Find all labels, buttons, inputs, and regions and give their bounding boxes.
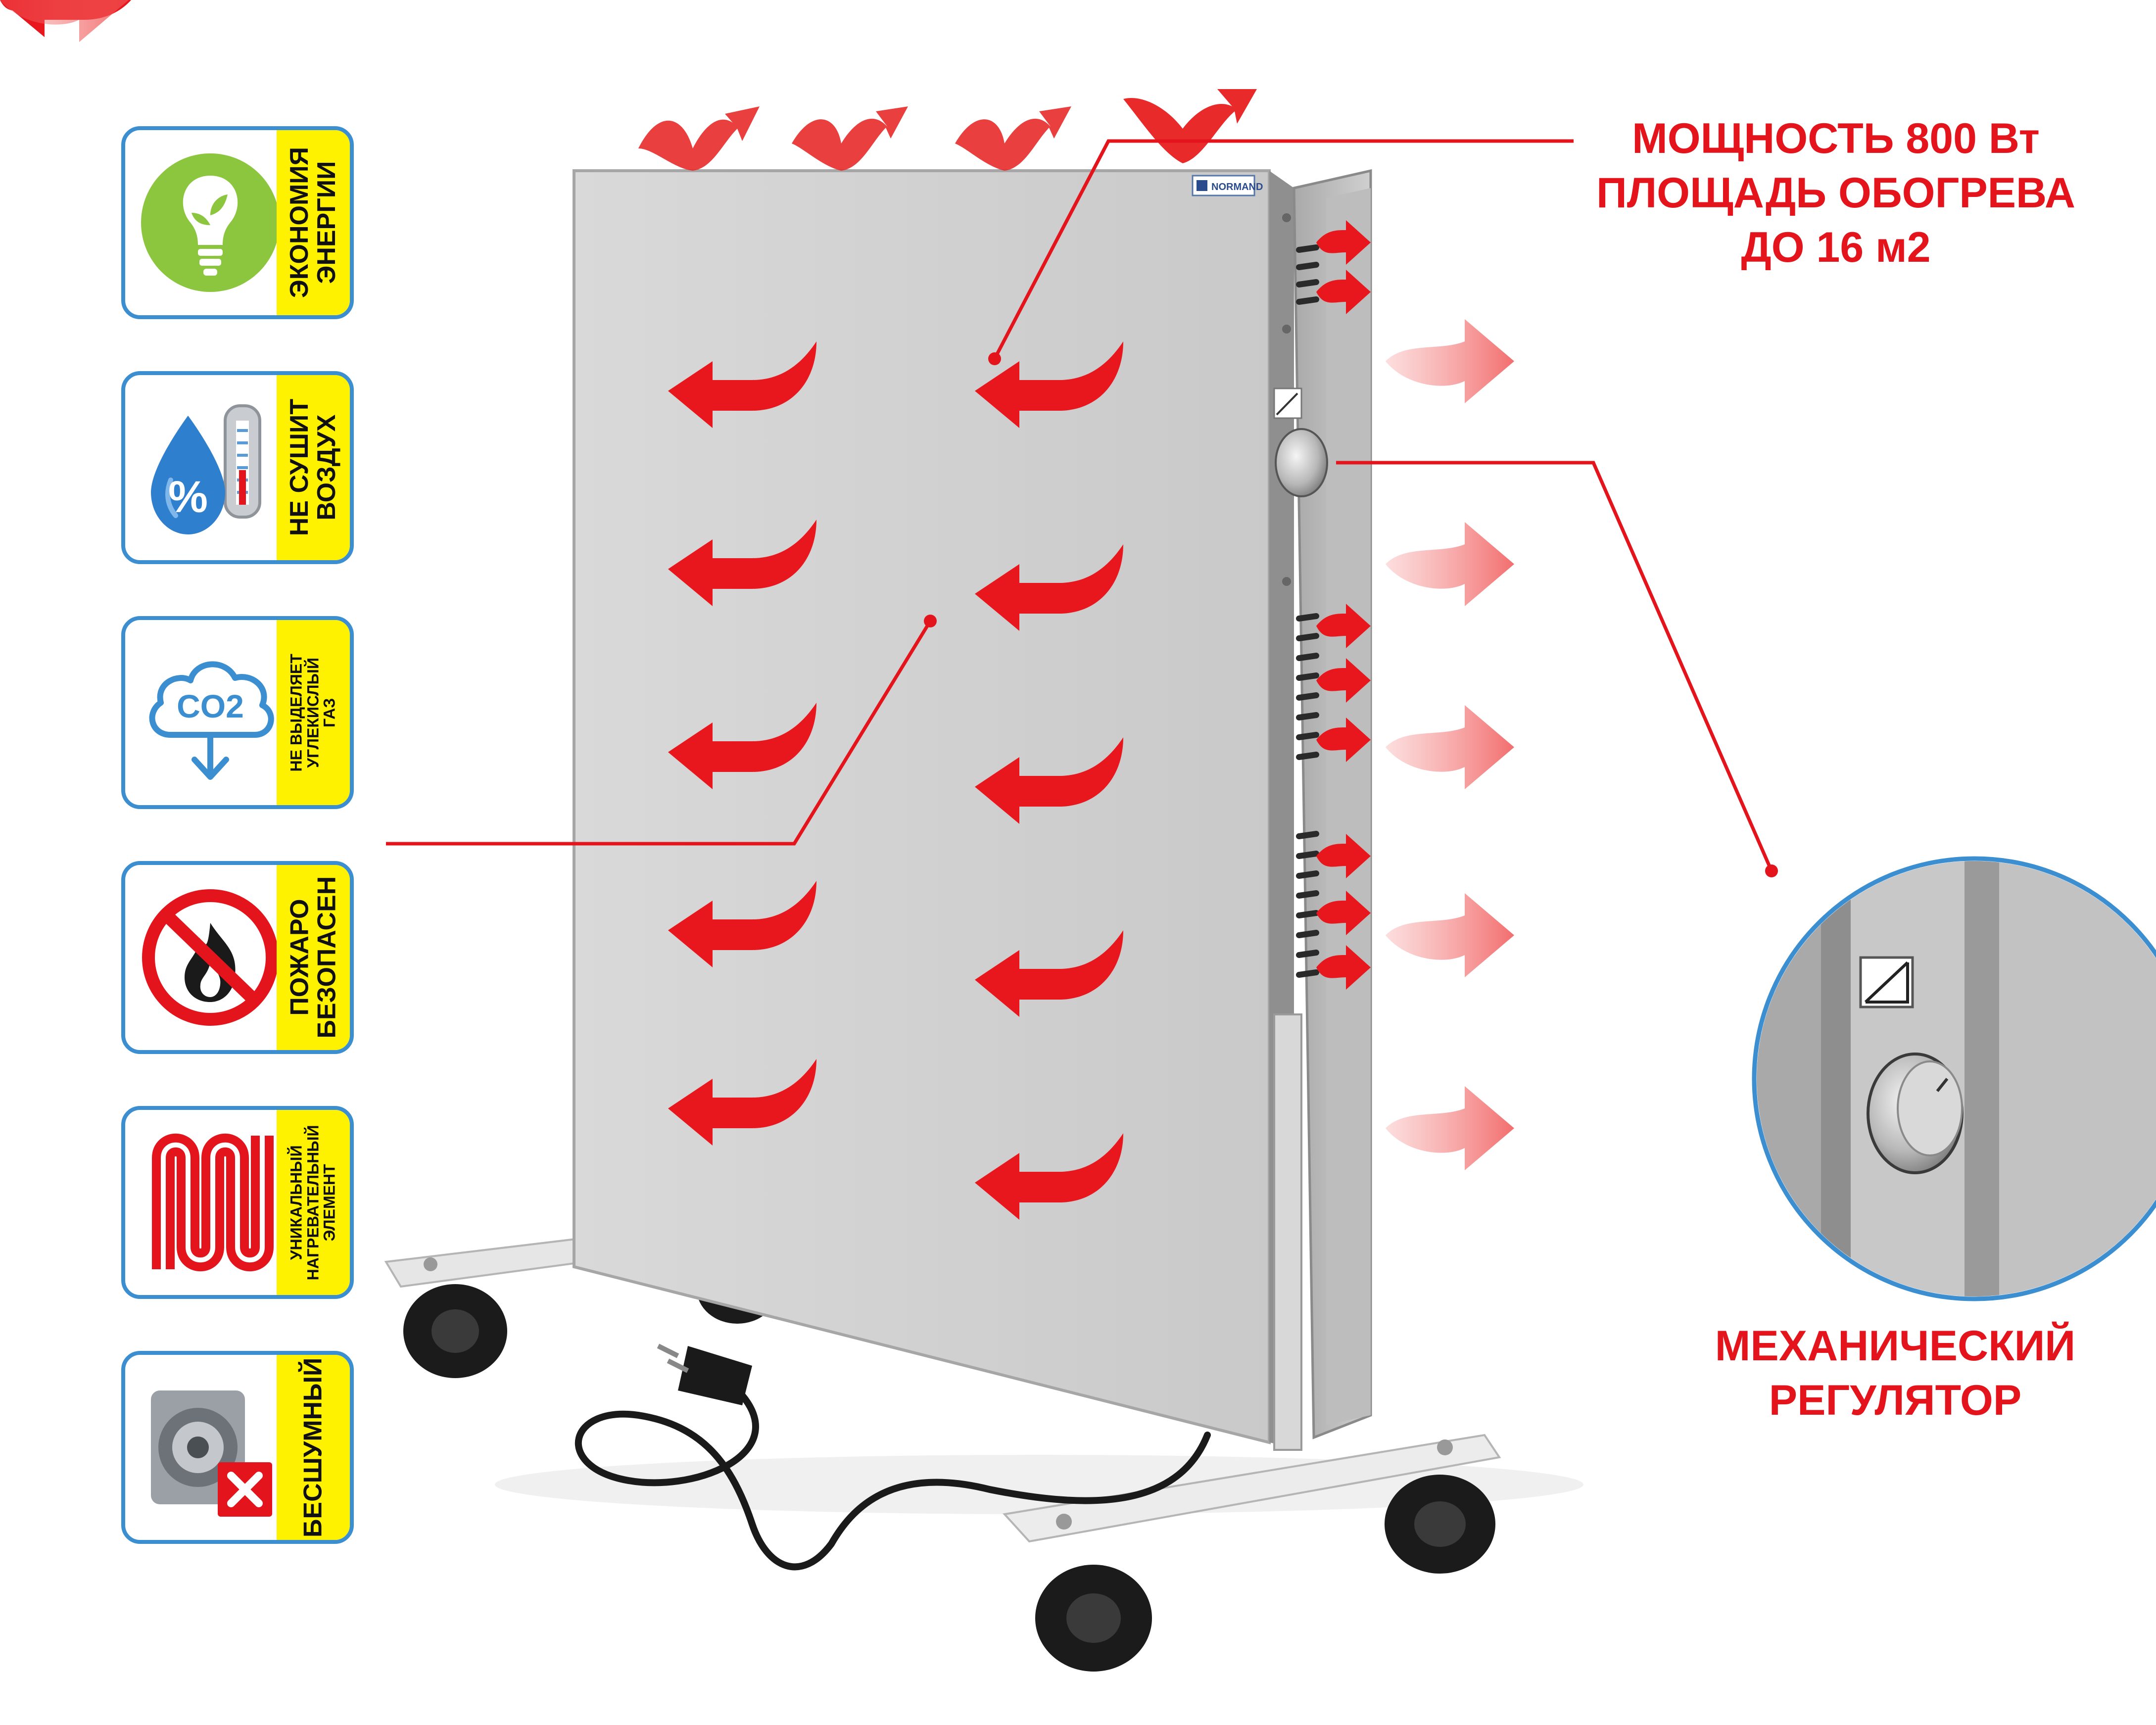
callout-power-line-1: МОЩНОСТЬ 800 Вт [1632, 115, 2040, 162]
callout-regulator: МЕХАНИЧЕСКИЙ РЕГУЛЯТОР [1677, 1319, 2113, 1428]
wheel-back-left [403, 1284, 507, 1378]
feature-card-humidity: % НЕ СУШИТ ВОЗДУХ [121, 371, 354, 564]
callout-leader-dots [924, 352, 1778, 877]
svg-text:%: % [168, 473, 208, 522]
muted-speaker-icon [136, 1366, 285, 1529]
stand-post [1273, 1013, 1302, 1451]
feature-card-energy-saving: ЭКОНОМИЯ ЭНЕРГИИ [121, 126, 354, 319]
callout-power-line-2: ПЛОЩАДЬ ОБОГРЕВА [1596, 169, 2075, 217]
regulator-knob [1275, 428, 1328, 497]
regulator-magnifier [1752, 856, 2156, 1301]
humidity-drop-icon: % [136, 386, 285, 549]
top-heat-arrows [638, 89, 1257, 171]
heating-element-icon [136, 1121, 285, 1284]
heater-louvres [1296, 244, 1319, 978]
outgoing-heat-arrows [0, 0, 1514, 1170]
callout-regulator-line-2: РЕГУЛЯТОР [1769, 1377, 2022, 1425]
regulator-scale [1273, 387, 1302, 419]
power-cord [575, 1392, 1211, 1571]
power-plug [657, 1343, 752, 1405]
feature-card-silent: БЕСШУМНЫЙ [121, 1351, 354, 1544]
feature-card-heating-element: УНИКАЛЬНЫЙ НАГРЕВАТЕЛЬНЫЙ ЭЛЕМЕНТ [121, 1106, 354, 1299]
callout-power-line-3: ДО 16 м2 [1741, 224, 1931, 272]
brand-label: NORMAND [1211, 182, 1263, 192]
callout-regulator-line-1: МЕХАНИЧЕСКИЙ [1715, 1322, 2076, 1370]
heater-front-panel [573, 169, 1271, 1444]
wheel-front-left [1035, 1565, 1152, 1672]
front-stand [1003, 1434, 1501, 1672]
co2-cloud-icon: CO2 [136, 631, 285, 794]
no-fire-icon [136, 876, 285, 1039]
brand-badge: NORMAND [1192, 175, 1263, 196]
wheel-front-right [1385, 1475, 1495, 1574]
co2-label: CO2 [177, 688, 244, 724]
feature-card-fire-safe: ПОЖАРО БЕЗОПАСЕН [121, 861, 354, 1054]
callout-power: МОЩНОСТЬ 800 Вт ПЛОЩАДЬ ОБОГРЕВА ДО 16 м… [1559, 111, 2113, 275]
lightbulb-leaf-icon [136, 141, 285, 304]
side-screws [1282, 213, 1291, 1321]
callout-leader-lines [386, 139, 1773, 872]
feature-card-co2: CO2 НЕ ВЫДЕЛЯЕТ УГЛЕКИСЛЫЙ ГАЗ [121, 616, 354, 809]
